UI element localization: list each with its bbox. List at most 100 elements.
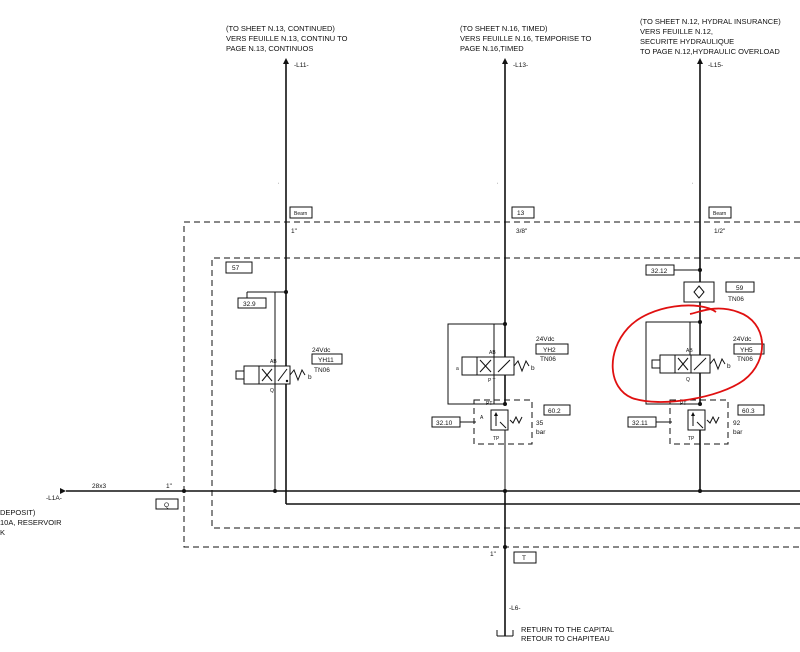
module-tag-label: 57 (232, 265, 240, 272)
valve-yh2-tag-label: YH2 (543, 347, 556, 354)
return-port-size: 1" (490, 551, 497, 558)
header-middle-line-2: VERS FEUILLE N.16, TEMPORISE TO (460, 34, 591, 43)
header-right-line-4: TO PAGE N.12,HYDRAULIC OVERLOAD (640, 47, 780, 56)
relief-60-3-port-tp: TP (688, 436, 695, 442)
line-tag-L11: -L11- (294, 62, 309, 69)
valve-yh5-port-q: Q (686, 377, 690, 383)
relief-arrow-icon (494, 412, 498, 416)
junction-dot (273, 489, 277, 493)
deposit-label: DEPOSIT) 10A, RESERVOIR K (0, 508, 62, 537)
valve-yh11-port-ab: AB (270, 359, 277, 365)
port-tag-q-label: Q (164, 502, 169, 509)
valve-yh11-voltage: 24Vdc (312, 347, 331, 354)
check-valve-diamond-icon (693, 285, 705, 299)
main-pressure-line: 28x3 1" -L1A- Q (46, 483, 800, 510)
test-point-32-9-label: 32.9 (243, 301, 256, 308)
port-size-right: 1/2" (714, 228, 726, 235)
valve-yh11-tag (311, 353, 343, 365)
relief-arrow-icon (691, 412, 695, 416)
valve-yh11-side-b: b (308, 374, 312, 381)
valve-yh2-body (461, 356, 515, 376)
valve-yh2-voltage: 24Vdc (536, 336, 555, 343)
relief-60-2-port-a: A (480, 415, 484, 421)
solenoid-icon (651, 359, 661, 369)
test-point-tag-32-10 (431, 416, 461, 428)
port-tag-middle-label: 13 (517, 210, 525, 217)
junction-dot (503, 402, 507, 406)
check-valve-59-tag (725, 281, 755, 293)
header-right: (TO SHEET N.12, HYDRAL INSURANCE) VERS F… (640, 17, 781, 56)
valve-yh11-port-q: Q (270, 388, 274, 394)
valve-yh5-voltage: 24Vdc (733, 336, 752, 343)
relief-60-2-pressure: 35 (536, 420, 544, 427)
port-tag-t (513, 551, 537, 564)
header-left-line-3: PAGE N.13, CONTINUOS (226, 44, 313, 53)
port-size-left: 1" (291, 228, 298, 235)
port-tag-left (289, 206, 313, 219)
arrow-up-icon (697, 58, 703, 64)
header-left-line-2: VERS FEUILLE N.13, CONTINU TO (226, 34, 348, 43)
junction-dot (285, 379, 289, 383)
valve-yh2-port-ab: AB (489, 350, 496, 356)
port-tag-right (708, 206, 732, 219)
module-tag (225, 261, 253, 274)
arrow-right-icon (60, 488, 66, 494)
header-middle-line-1: (TO SHEET N.16, TIMED) (460, 24, 548, 33)
junction-dot (503, 322, 507, 326)
main-pipe-size: 28x3 (92, 483, 106, 490)
relief-60-3-tag (737, 404, 765, 416)
test-point-tag-32-12 (645, 264, 675, 276)
header-right-line-3: SECURITE HYDRAULIQUE (640, 37, 734, 46)
valve-yh5-code: TN06 (737, 356, 753, 363)
relief-60-3-pressure: 92 (733, 420, 741, 427)
relief-60-3-tag-label: 60.3 (742, 408, 755, 415)
header-middle: (TO SHEET N.16, TIMED) VERS FEUILLE N.16… (460, 24, 591, 53)
valve-yh5-tag-label: YH5 (740, 347, 753, 354)
header-right-line-2: VERS FEUILLE N.12, (640, 27, 713, 36)
deposit-label-line-2: 10A, RESERVOIR (0, 518, 62, 527)
header-right-line-1: (TO SHEET N.12, HYDRAL INSURANCE) (640, 17, 781, 26)
test-point-32-12-label: 32.12 (651, 268, 668, 275)
check-valve-59-label: 59 (736, 285, 744, 292)
test-point-tag-32-9 (237, 297, 267, 309)
valve-yh2-code: TN06 (540, 356, 556, 363)
relief-60-2-port-tp: TP (493, 436, 500, 442)
valve-yh2-group: AB P T a b 24Vdc YH2 TN06 PT TP A 32.10 … (431, 322, 571, 490)
header-middle-line-3: PAGE N.16,TIMED (460, 44, 524, 53)
valve-yh2-side-b: b (531, 365, 535, 372)
inner-module-boundary (211, 257, 800, 529)
red-circle-annotation (611, 304, 763, 403)
return-line: 1" T -L6- RETURN TO THE CAPITAL RETOUR T… (285, 490, 800, 643)
check-valve-59-code: TN06 (728, 296, 744, 303)
junction-dot (698, 489, 702, 493)
junction-dot (284, 290, 288, 294)
relief-60-2-tag-label: 60.2 (548, 408, 561, 415)
port-tag-q (155, 498, 179, 510)
return-label-2: RETOUR TO CHAPITEAU (521, 634, 610, 643)
test-point-tag-32-11 (627, 416, 657, 428)
arrow-up-icon (283, 58, 289, 64)
junction-dot (503, 545, 507, 549)
valve-yh5-group: 32.12 59 TN06 AB Q b 24Vdc YH5 TN06 PT (627, 264, 765, 490)
valve-yh11-code: TN06 (314, 367, 330, 374)
line-tag-L15: -L15- (708, 62, 723, 69)
relief-60-2-port-pt: PT (486, 401, 492, 407)
test-point-32-10-label: 32.10 (436, 420, 453, 427)
junction-dot (698, 320, 702, 324)
header-left: (TO SHEET N.13, CONTINUED) VERS FEUILLE … (226, 24, 348, 53)
junction-dot (698, 402, 702, 406)
deposit-label-line-1: DEPOSIT) (0, 508, 36, 517)
valve-yh2-port-pt: P T (488, 378, 496, 384)
solenoid-icon (235, 370, 245, 380)
line-tag-L1A: -L1A- (46, 495, 62, 502)
valve-yh5-tag (733, 343, 765, 355)
pipe-tick-mark: · (690, 182, 696, 184)
arrow-up-icon (502, 58, 508, 64)
junction-dot (698, 268, 702, 272)
pipe-tick-mark: · (276, 182, 282, 184)
valve-yh5-port-ab: AB (686, 348, 693, 354)
line-L13: -L13- (502, 58, 528, 404)
valve-yh5-side-b: b (727, 363, 731, 370)
